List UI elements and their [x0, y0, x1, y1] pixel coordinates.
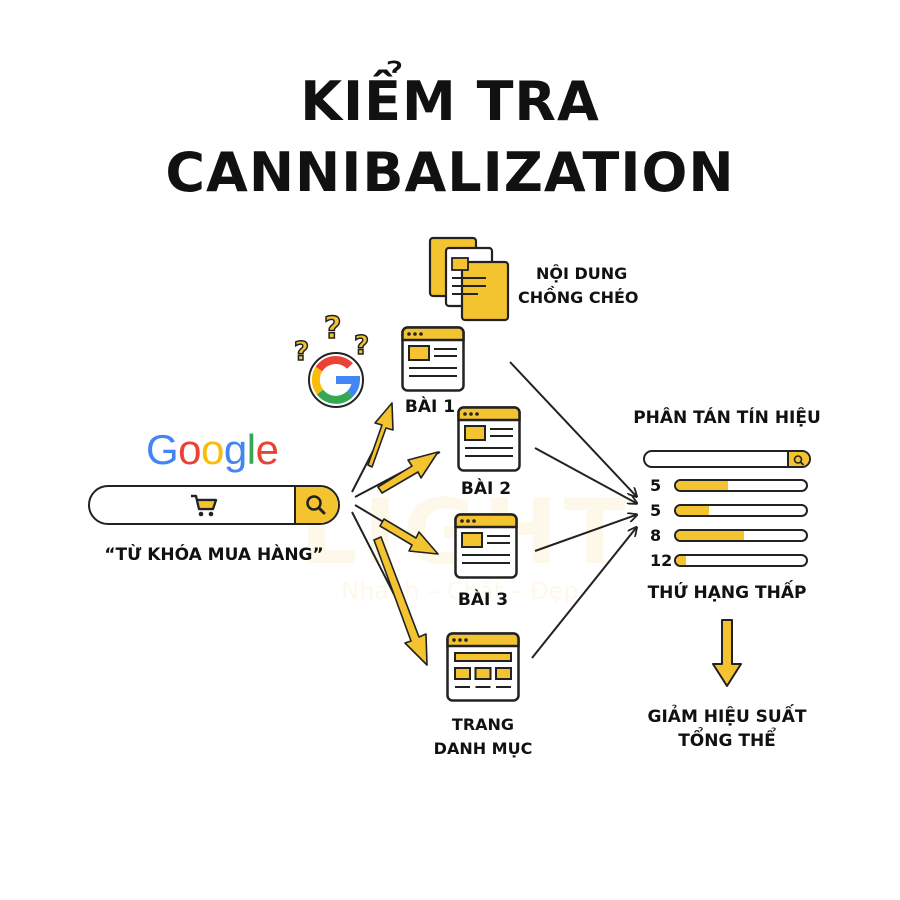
cart-icon [191, 494, 218, 517]
search-icon [793, 455, 805, 466]
result-label: GIẢM HIỆU SUẤT TỔNG THỂ [622, 705, 832, 753]
post-2-page-icon [457, 406, 521, 472]
svg-text:?: ? [354, 331, 369, 361]
post-2-label: BÀI 2 [460, 479, 512, 499]
google-g-icon [308, 352, 364, 408]
page-title-line-1: KIỂM TRA [300, 70, 600, 133]
rank-bar [674, 504, 808, 517]
pages-to-signal-arrows [509, 361, 636, 659]
post-1-label: BÀI 1 [404, 397, 456, 417]
low-rank-label: THỨ HẠNG THẤP [647, 583, 807, 603]
google-letter: G [146, 426, 179, 473]
google-logo: Google [146, 426, 279, 474]
result-label-line-1: GIẢM HIỆU SUẤT [647, 707, 807, 727]
overlap-label: NỘI DUNG CHỒNG CHÉO [518, 262, 658, 310]
rank-bar [674, 529, 808, 542]
search-bar[interactable] [88, 485, 340, 525]
rank-bar-fill [676, 531, 744, 540]
rank-value: 5 [650, 501, 662, 520]
post-3-page-icon [454, 513, 518, 579]
google-letter: o [178, 426, 202, 473]
rank-value: 5 [650, 476, 662, 495]
yellow-arrow [367, 402, 439, 666]
search-button[interactable] [294, 487, 338, 523]
rank-list: 5 5 8 12 [650, 473, 812, 573]
search-to-pages-lines [351, 417, 441, 656]
google-letter: o [201, 426, 224, 473]
overlapping-documents-icon [428, 236, 510, 322]
google-letter: l [246, 426, 256, 473]
signal-search-bar[interactable] [643, 450, 811, 468]
google-letter: g [223, 426, 247, 473]
rank-bar [674, 479, 808, 492]
rank-row: 5 [650, 473, 812, 498]
rank-bar-fill [676, 481, 728, 490]
search-query-label: “TỪ KHÓA MUA HÀNG” [104, 545, 324, 565]
rank-value: 12 [650, 551, 673, 570]
google-letter: e [255, 426, 279, 473]
rank-row: 8 [650, 523, 812, 548]
rank-row: 5 [650, 498, 812, 523]
category-page-icon [446, 632, 520, 702]
rank-bar [674, 554, 808, 567]
rank-row: 12 [650, 548, 812, 573]
category-label: TRANG DANH MỤC [413, 713, 553, 761]
overlap-label-line-1: NỘI DUNG [536, 264, 628, 283]
svg-text:?: ? [324, 311, 341, 346]
rank-bar-fill [676, 556, 687, 565]
question-marks-icon: ? ? ? [293, 310, 370, 368]
category-label-line-1: TRANG [451, 715, 515, 734]
signal-title: PHÂN TÁN TÍN HIỆU [633, 408, 821, 428]
category-label-line-2: DANH MỤC [433, 739, 533, 758]
watermark-tagline: Nhanh – Chất – Đẹp [341, 577, 579, 605]
post-3-label: BÀI 3 [457, 590, 509, 610]
svg-text:?: ? [294, 337, 309, 367]
search-icon [306, 495, 326, 515]
rank-bar-fill [676, 506, 709, 515]
rank-value: 8 [650, 526, 662, 545]
down-arrow-icon [712, 619, 742, 687]
post-1-page-icon [401, 326, 465, 392]
result-label-line-2: TỔNG THỂ [678, 731, 776, 751]
overlap-label-line-2: CHỒNG CHÉO [518, 288, 639, 307]
page-title-line-2: CANNIBALIZATION [165, 141, 735, 204]
signal-search-button[interactable] [787, 452, 809, 466]
